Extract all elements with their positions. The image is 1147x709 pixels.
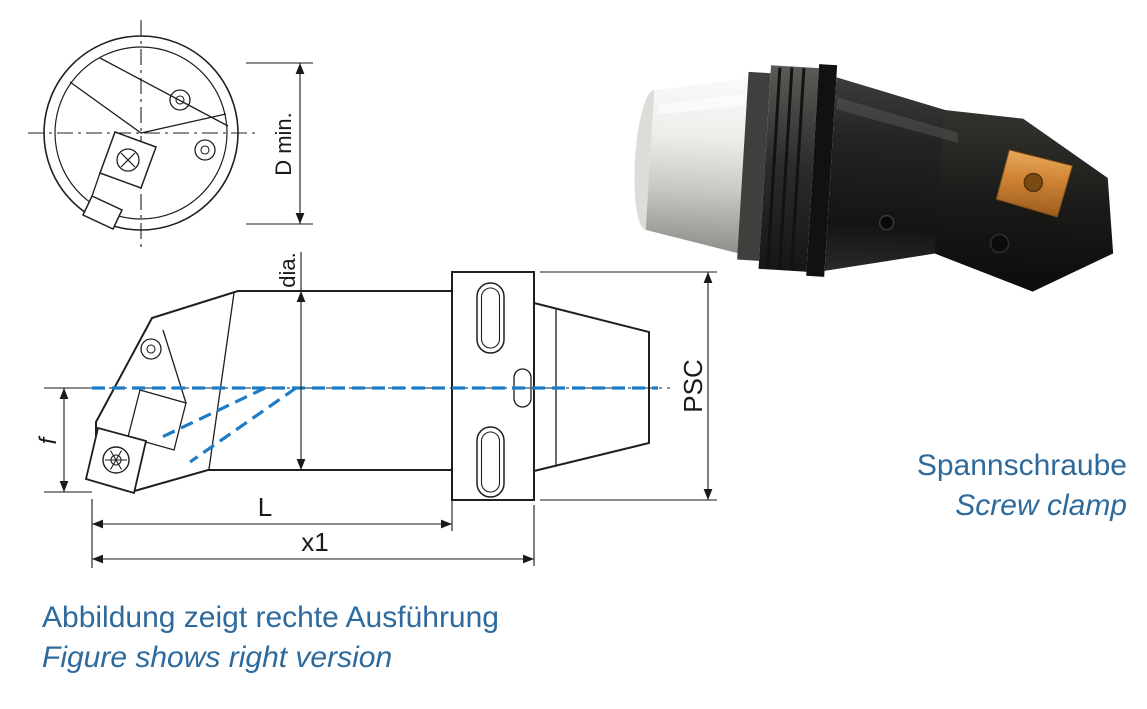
side-view-head-body-outline [95,290,452,494]
dim-f [44,387,92,493]
dim-label-x1: x1 [301,527,328,557]
dim-label-psc: PSC [678,359,708,412]
photo-caption-en: Screw clamp [955,488,1127,522]
front-view-insert-screw [116,148,140,172]
front-view-rake-chord [99,57,229,127]
front-view-screw-1-core [175,95,185,105]
photo-insert-screw [1023,172,1044,193]
side-view-torx-screw [102,446,130,474]
side-view-clamp-edge [162,329,187,404]
photo-body-screw [878,214,895,231]
front-view-tip-notch [81,195,124,230]
dim-L [91,476,453,568]
side-view-flange-slot-bottom [476,426,505,498]
front-view-screw-2 [194,139,216,161]
front-view-drawing [28,20,256,248]
side-view-flange [451,271,535,501]
photo-flange-lip [806,64,838,277]
side-view-flange-slot-bottom-inner [480,431,501,493]
dim-x1 [92,505,535,566]
side-view-torx-star [105,450,127,470]
side-view-face-screw-core [146,344,156,354]
photo-clamp-screw [989,233,1010,254]
side-view-head-joint [208,292,235,470]
side-view-clamp [127,389,187,451]
dim-label-L: L [258,492,272,522]
photo-body-highlight [836,97,959,143]
front-view-pocket-line [91,172,101,197]
photo-flange-grooves [766,67,806,270]
side-view-flange-slot-top [476,282,505,354]
front-view-insert-screw-slot [120,152,136,168]
front-view-inner-circle [54,46,228,220]
dim-psc [540,271,717,501]
front-view-outer-circle [43,35,239,231]
side-view-flange-slot-top-inner [480,287,501,349]
footer-caption-en: Figure shows right version [42,641,393,675]
dim-label-dmin: D min. [271,112,296,176]
dim-label-dia: dia. [275,252,300,287]
photo-body [824,77,962,271]
footer-caption-de: Abbildung zeigt rechte Ausführung [42,601,499,634]
front-view-screw-1 [169,89,191,111]
photo-caption: Spannschraube Screw clamp [917,446,1127,525]
photo-taper-highlight [657,93,747,115]
side-view-drawing [84,271,650,501]
coolant-channel-lines [92,386,658,464]
side-view-face-screw [140,338,162,360]
coolant-line-branch-2 [189,386,297,464]
photo-collar-ring [737,71,771,261]
footer-caption: Abbildung zeigt rechte Ausführung Figure… [42,598,499,678]
coolant-line-branch-1 [159,386,266,440]
photo-grooved-flange [758,65,819,272]
dim-label-f: f [35,435,62,444]
product-photo [634,64,1114,292]
front-view-screw-2-core [200,145,210,155]
dim-dmin [246,62,313,225]
photo-psc-taper [645,77,751,254]
side-view-psc-taper [533,302,650,472]
front-view-pocket-edges [69,81,227,134]
photo-caption-de: Spannschraube [916,449,1127,482]
